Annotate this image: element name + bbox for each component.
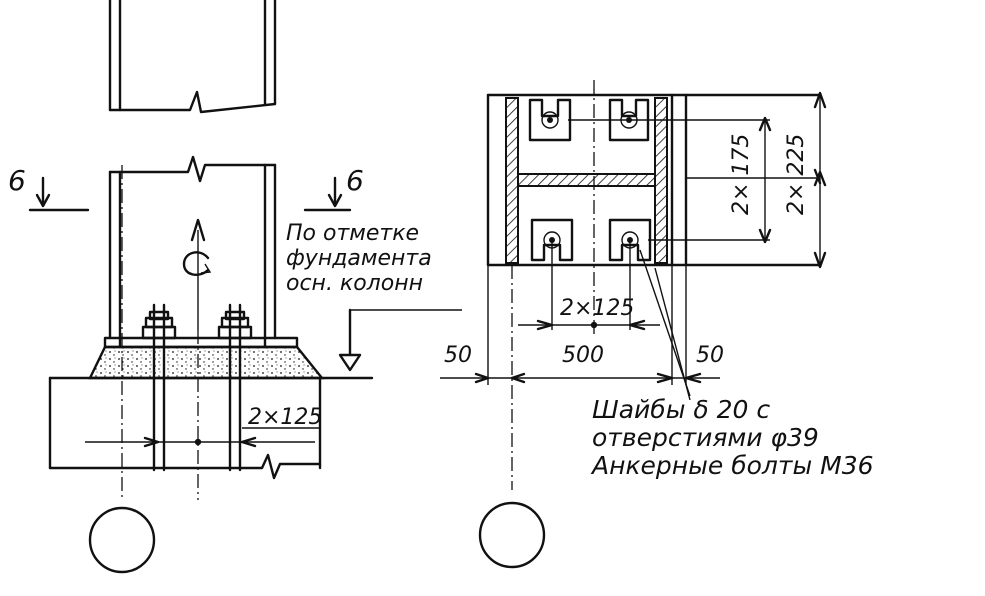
leader-washer	[639, 249, 691, 397]
horizontal-dimensions	[440, 265, 720, 385]
foundation-block	[48, 376, 374, 480]
flange-right	[654, 97, 668, 264]
leader-bolt	[654, 267, 691, 401]
dim-width-500: 500	[562, 343, 604, 368]
callout-line-1: Шайбы δ 20 с	[592, 395, 770, 424]
web-hatch	[517, 173, 656, 187]
axis-marker-right	[478, 501, 546, 569]
axis-marker-left	[88, 506, 156, 574]
level-note-line-3: осн. колонн	[286, 271, 423, 296]
rotation-arrow-icon	[182, 218, 212, 330]
dim-left-50: 50	[444, 343, 472, 368]
lower-column	[108, 155, 277, 340]
callout-line-3: Анкерные болты М36	[590, 451, 874, 480]
section-mark-left	[28, 176, 90, 212]
column-plan	[440, 80, 827, 490]
section-mark-right	[303, 176, 352, 212]
section-label-left: 6	[8, 164, 26, 197]
bolt-spacing-dimension	[85, 427, 320, 448]
bolt-spacing-label: 2×125	[248, 405, 322, 430]
anchor-bolt-right	[217, 303, 253, 472]
base-plate	[88, 336, 325, 380]
level-note-line-1: По отметке	[286, 221, 419, 246]
dim-label-225: 2× 225	[784, 134, 809, 215]
section-label-right: 6	[346, 164, 364, 197]
upper-column-stub	[108, 0, 277, 114]
column-elevation	[28, 0, 462, 500]
dim-right-50: 50	[696, 343, 724, 368]
level-note-line-2: фундамента	[286, 246, 432, 271]
callout-line-2: отверстиями φ39	[592, 423, 819, 452]
dim-label-175: 2× 175	[729, 134, 754, 215]
vertical-dimensions	[758, 91, 827, 269]
level-mark-icon	[338, 308, 462, 372]
washer-top-left	[528, 98, 572, 142]
plan-bolt-spacing-label: 2×125	[560, 296, 634, 321]
washer-bottom-left	[530, 218, 574, 262]
flange-left	[505, 97, 519, 264]
